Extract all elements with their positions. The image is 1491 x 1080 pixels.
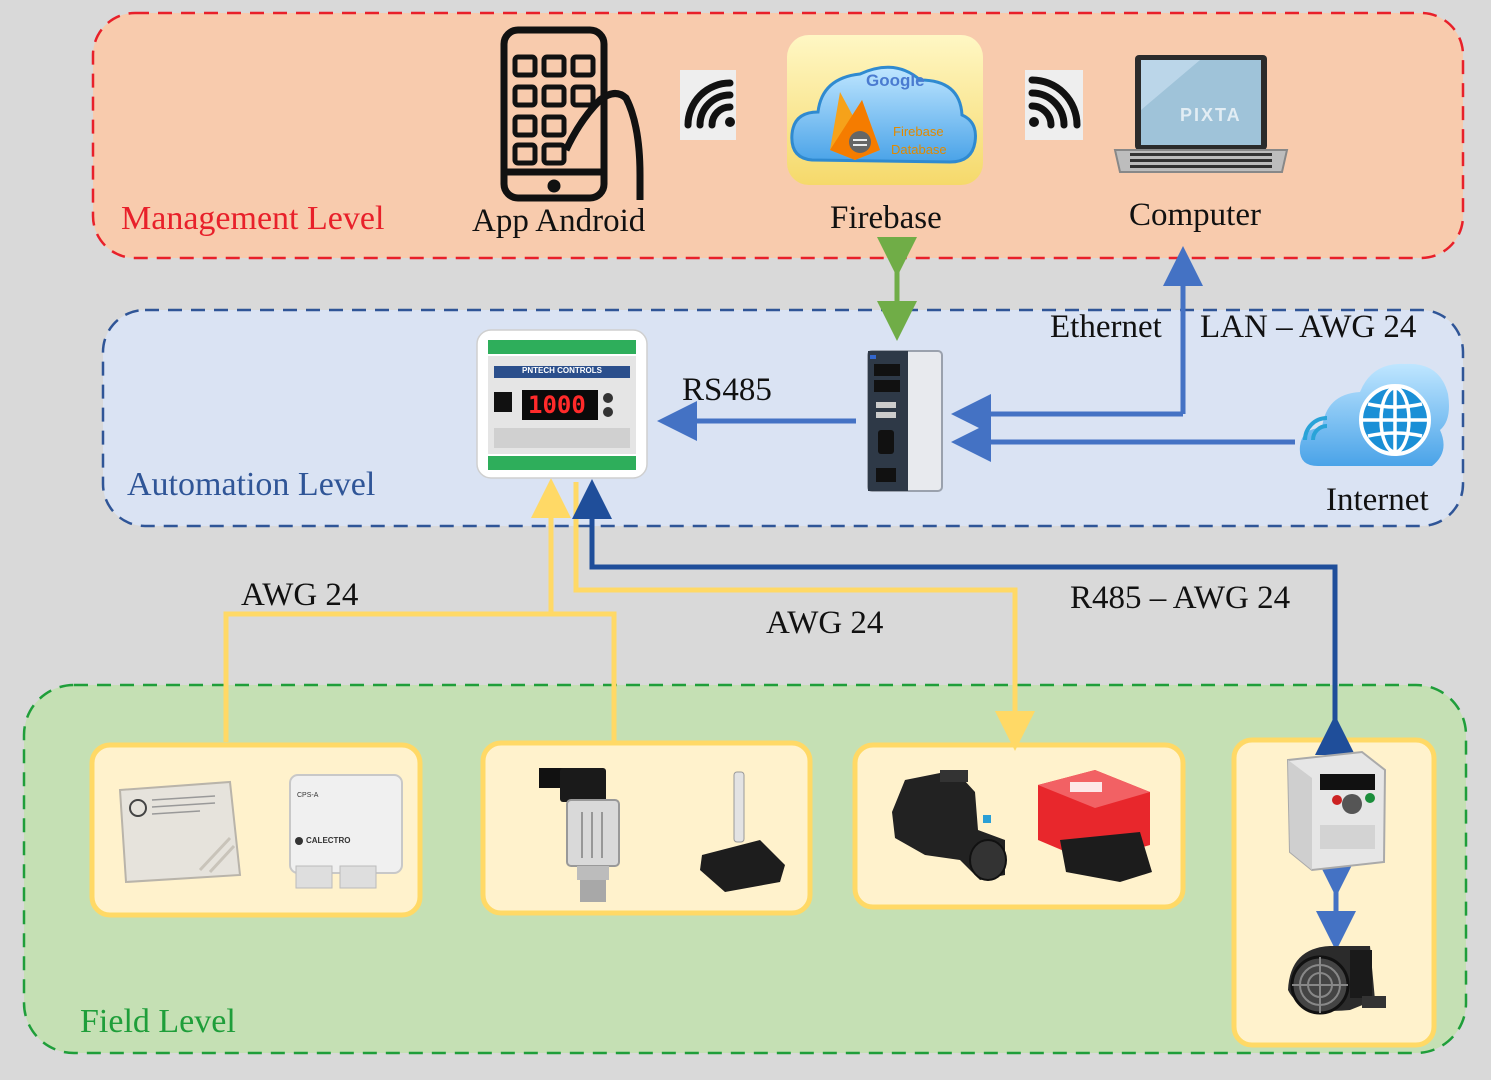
damper-actuator	[1038, 770, 1152, 882]
management-level-label: Management Level	[121, 200, 385, 237]
field-level-label: Field Level	[80, 1003, 236, 1040]
r485-field-link	[572, 479, 1355, 755]
firebase-google-text: Google	[866, 71, 925, 90]
controller-display: 1000	[528, 391, 586, 419]
automation-level-label: Automation Level	[127, 466, 376, 503]
laptop-watermark: PIXTA	[1180, 105, 1242, 125]
controller-brand: PNTECH CONTROLS	[522, 366, 602, 375]
firebase-logo	[787, 35, 983, 185]
rs485-label: RS485	[682, 372, 772, 408]
plc-controller	[476, 329, 648, 479]
laptop-icon	[1113, 55, 1289, 173]
inverter-vfd	[1286, 750, 1387, 872]
gateway-device	[867, 350, 943, 492]
smartphone-icon	[500, 26, 644, 202]
r485-awg-label: R485 – AWG 24	[1070, 580, 1291, 616]
internet-label: Internet	[1326, 482, 1429, 518]
blower-fan	[1288, 946, 1386, 1015]
app-android-label: App Android	[472, 203, 646, 239]
wifi-icon-left	[680, 70, 736, 140]
computer-label: Computer	[1129, 197, 1261, 233]
firebase-caption-line2: Database	[891, 142, 947, 157]
awg-left-label: AWG 24	[241, 577, 359, 613]
ethernet-label: Ethernet	[1050, 309, 1162, 345]
management-level-region	[91, 11, 1465, 260]
firebase-caption-line1: Firebase	[893, 124, 944, 139]
sensor-label-calectro: CALECTRO	[306, 836, 351, 845]
internet-cloud-icon	[1299, 363, 1449, 466]
pressure-transmitter	[539, 768, 620, 902]
sensor-label-cps: CPS-A	[297, 792, 319, 799]
firebase-label: Firebase	[830, 200, 942, 236]
lan-awg-label: LAN – AWG 24	[1200, 309, 1417, 345]
wifi-icon-right	[1025, 70, 1083, 140]
automation-level-region	[101, 308, 1465, 528]
humidity-transmitter	[118, 780, 242, 884]
solenoid-valve	[892, 770, 1007, 881]
awg-mid-label: AWG 24	[766, 605, 884, 641]
duct-temperature-sensor	[700, 771, 785, 892]
sensor-group-box-2	[480, 740, 813, 916]
pressure-sensor-box	[289, 774, 403, 889]
